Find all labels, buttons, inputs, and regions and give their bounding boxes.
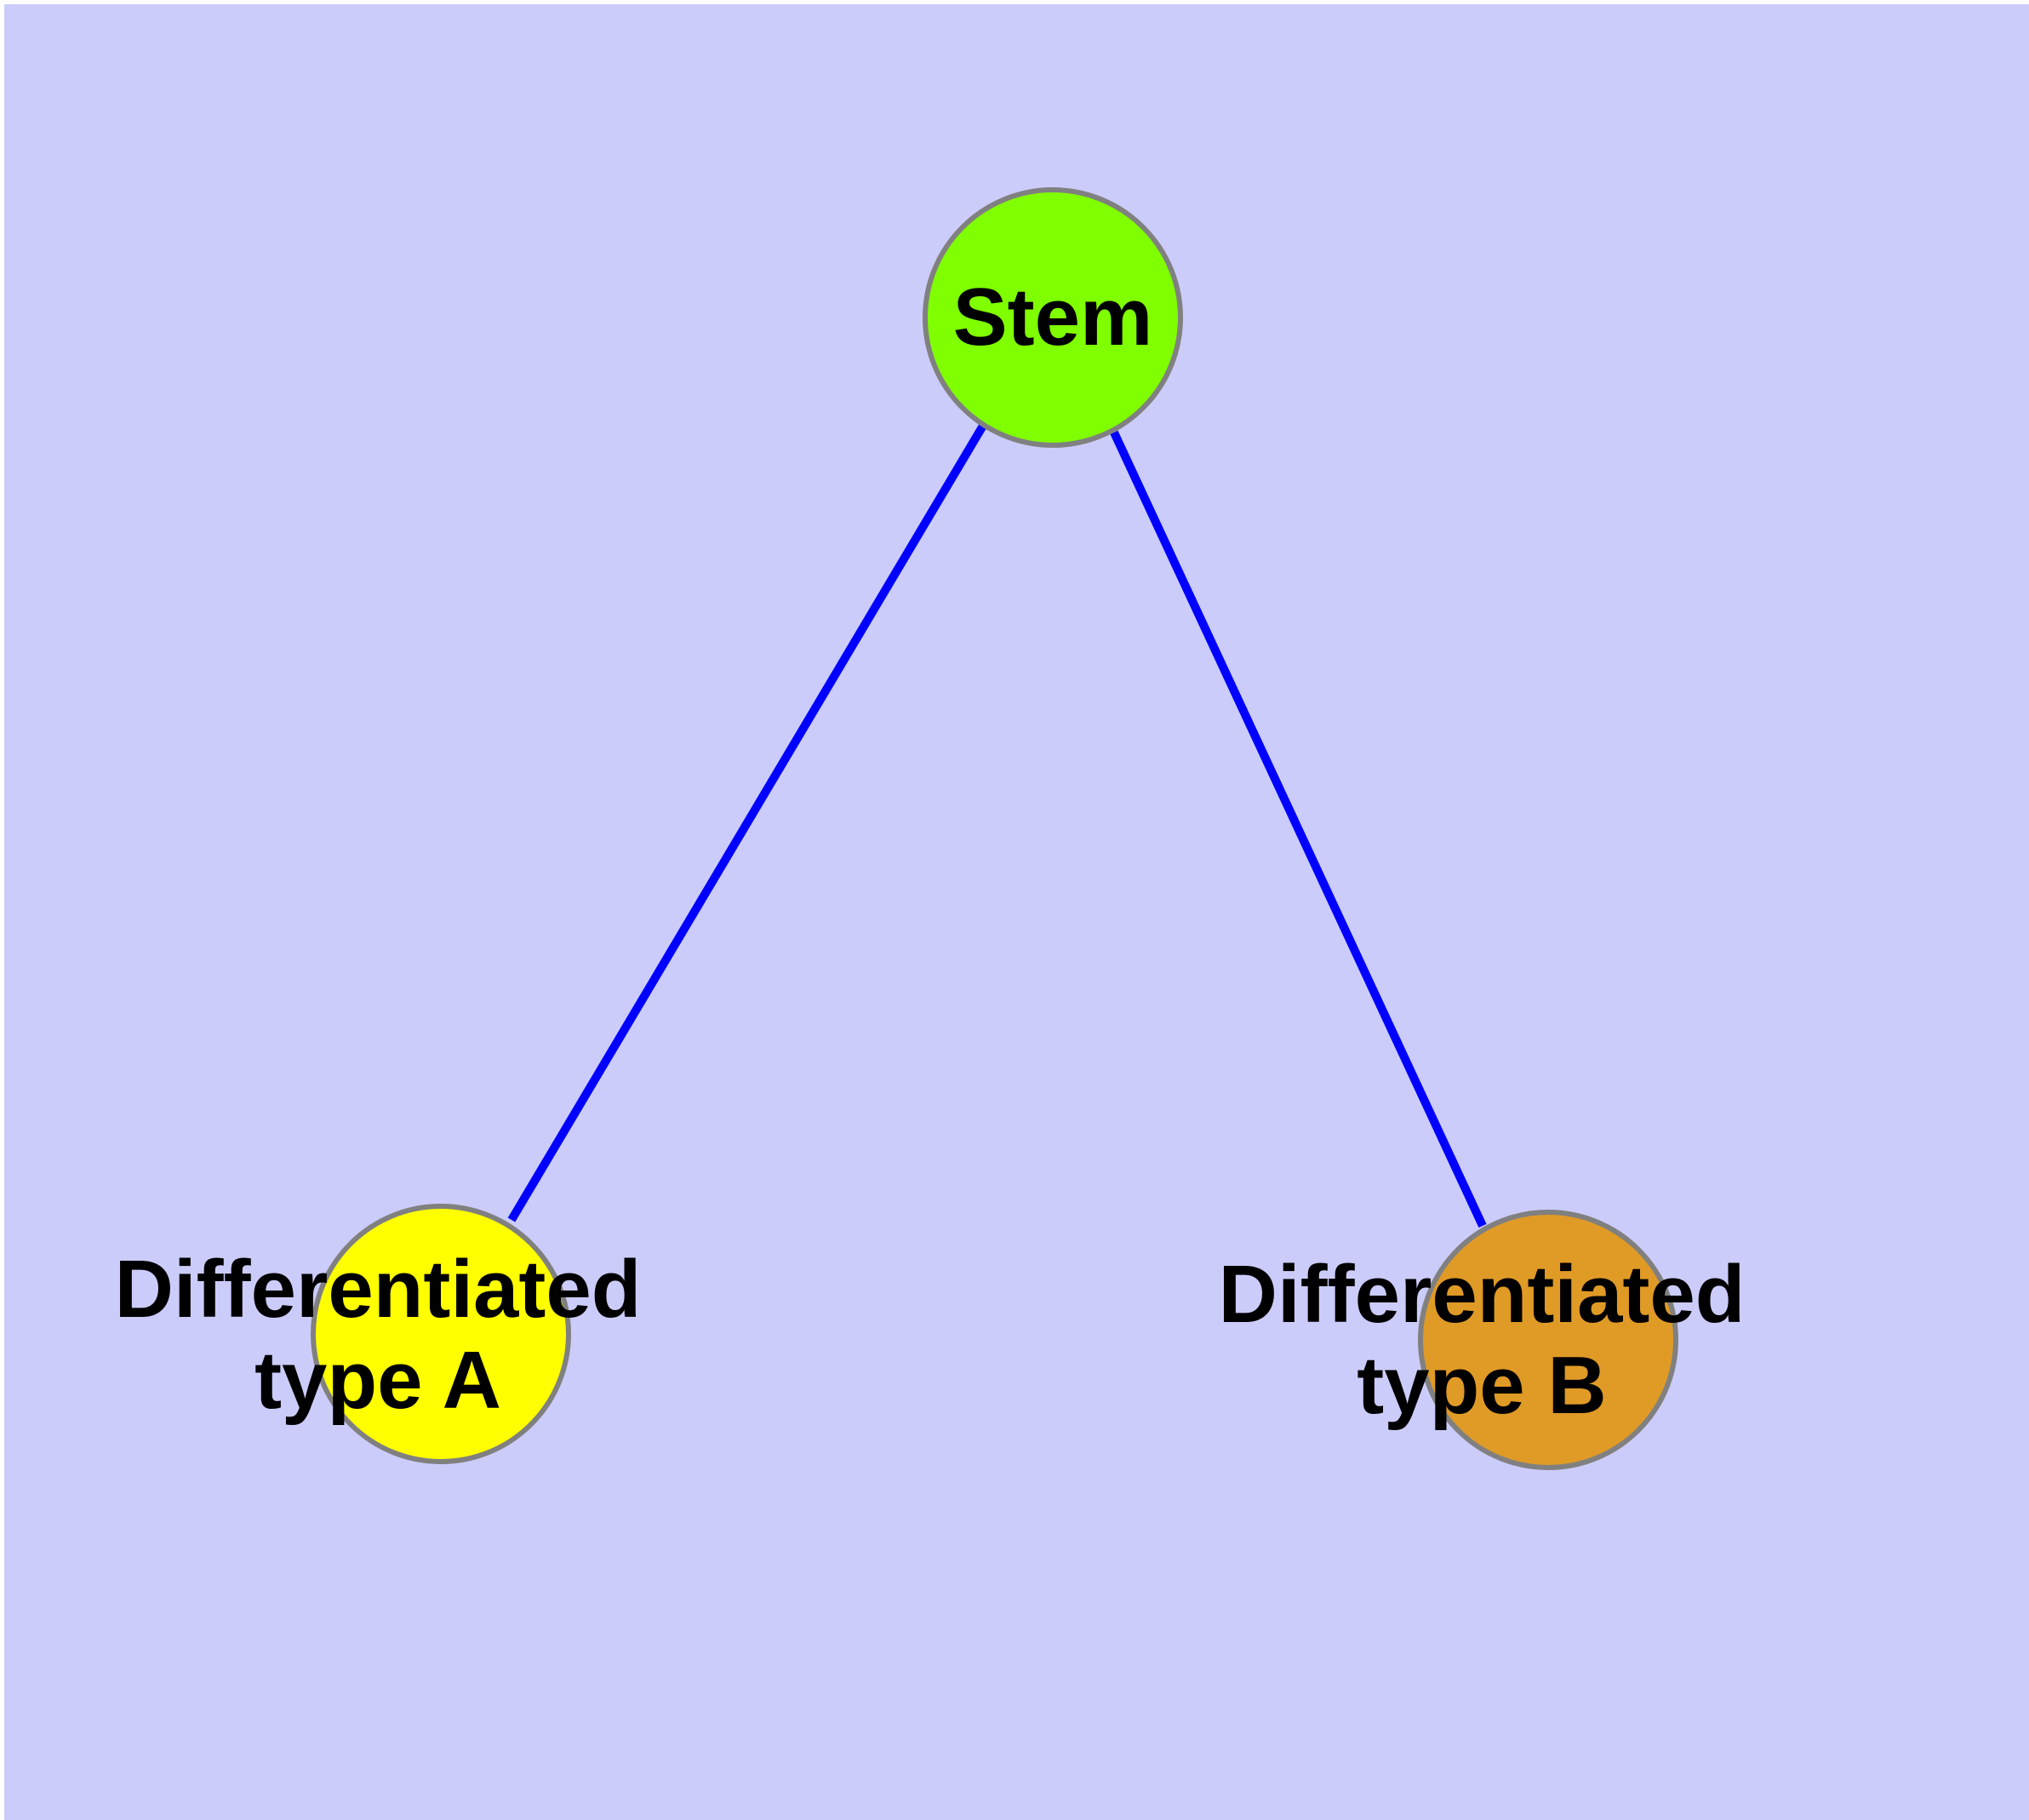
node-label-differentiated-type-a-line2: type A [254,1335,501,1426]
edge-layer [507,423,1487,1228]
node-label-differentiated-type-b-line1: Differentiated [1219,1249,1746,1340]
node-differentiated-type-b[interactable] [1418,1210,1678,1470]
node-differentiated-type-a[interactable] [311,1204,571,1464]
edge-stem-to-diff-b[interactable] [1110,430,1487,1228]
edge-stem-to-diff-a[interactable] [507,423,987,1222]
node-label-differentiated-type-b-line2: type B [1357,1340,1606,1431]
node-label-stem: Stem [953,272,1153,363]
node-layer [311,187,1678,1470]
node-stem[interactable] [923,187,1183,448]
label-layer: Stem Differentiated type A Differentiate… [115,272,1746,1431]
node-label-differentiated-type-a-line1: Differentiated [115,1244,642,1335]
